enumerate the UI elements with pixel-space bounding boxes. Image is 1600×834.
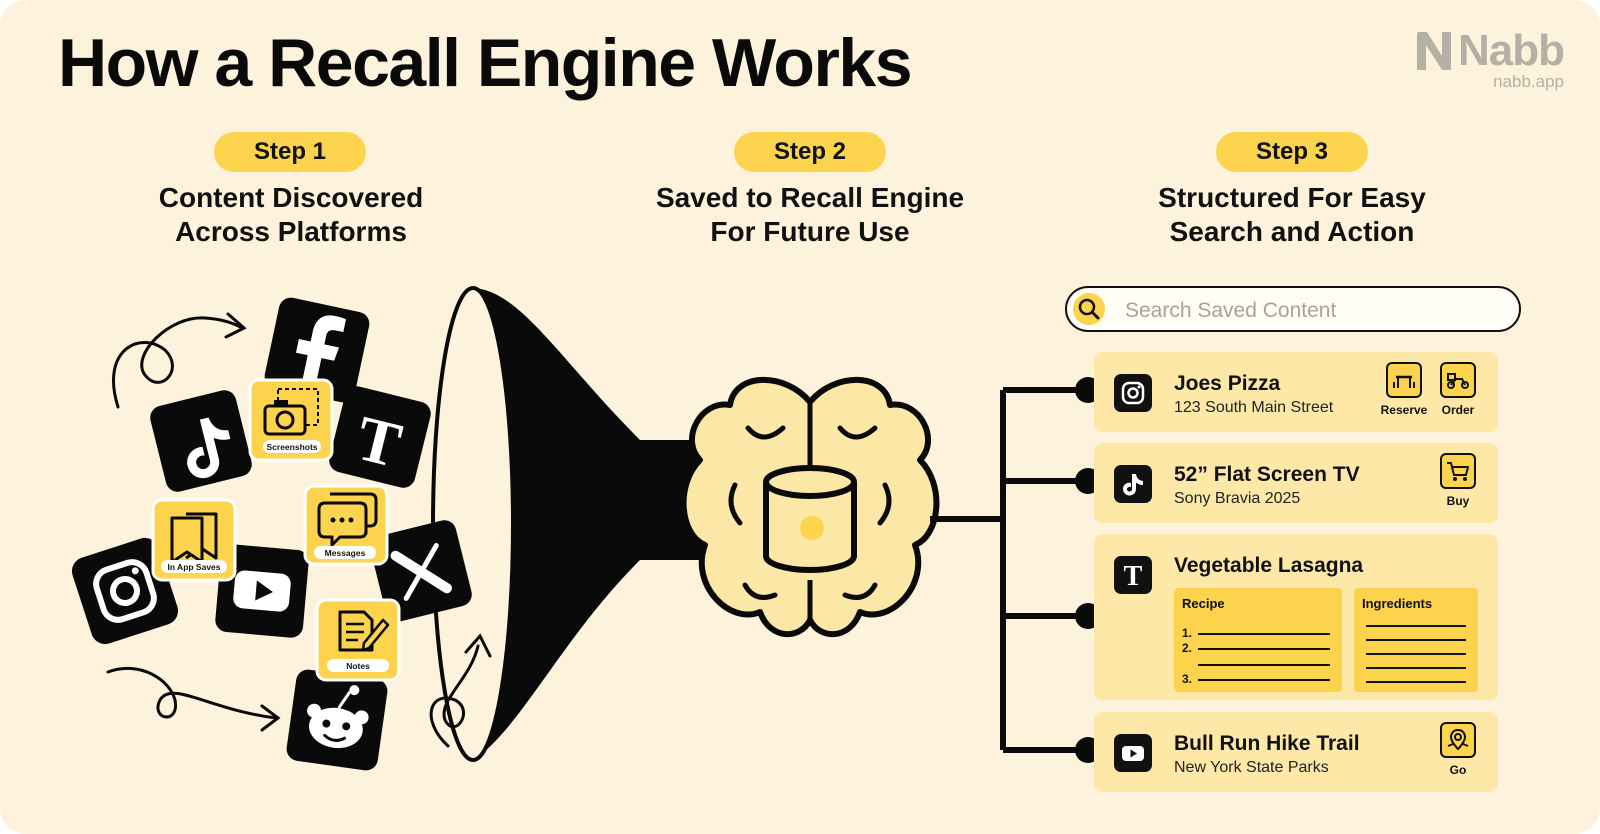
order-button[interactable]: Order (1430, 362, 1486, 417)
chat-bubble-icon (317, 501, 368, 547)
step-1-caption: Content Discovered Across Platforms (101, 181, 481, 249)
shopping-cart-icon (1440, 453, 1476, 489)
screenshots-label: Screenshots (266, 442, 317, 452)
step-1-badge: Step 1 (214, 132, 366, 172)
camera-icon (263, 404, 307, 436)
youtube-icon (1114, 734, 1152, 772)
swirl-arrow-right (429, 633, 492, 748)
order-label: Order (1441, 403, 1475, 417)
notes-tile (315, 598, 401, 682)
result-card-bull-run-hike-trail[interactable]: Bull Run Hike Trail New York State Parks… (1094, 712, 1498, 792)
result-card-vegetable-lasagna[interactable]: T Vegetable Lasagna Recipe 1. 2. 3. Ingr… (1094, 534, 1498, 700)
step-2-badge: Step 2 (734, 132, 886, 172)
result-card-joes-pizza[interactable]: Joes Pizza 123 South Main Street Reserve… (1094, 352, 1498, 432)
step-2-caption-line-2: For Future Use (710, 216, 910, 247)
in-app-saves-tile (151, 498, 237, 582)
step-3-caption-line-2: Search and Action (1169, 216, 1415, 247)
reddit-icon (286, 669, 388, 771)
go-button[interactable]: Go (1430, 722, 1486, 777)
buy-button[interactable]: Buy (1430, 453, 1486, 508)
search-icon (1073, 293, 1105, 325)
delivery-scooter-icon (1440, 362, 1476, 398)
brand-name: Nabb (1458, 26, 1565, 75)
new-york-times-icon: T (1114, 556, 1152, 594)
instagram-icon (1114, 374, 1152, 412)
buy-label: Buy (1446, 494, 1470, 508)
nabb-logo-icon (1417, 32, 1451, 70)
result-subtitle: New York State Parks (1174, 759, 1329, 776)
result-subtitle: 123 South Main Street (1174, 399, 1334, 416)
x-icon (370, 520, 472, 622)
swirl-arrow-top (111, 312, 247, 409)
reserve-label: Reserve (1380, 403, 1428, 417)
recipe-panel: Recipe 1. 2. 3. (1174, 588, 1342, 692)
step-3-caption: Structured For Easy Search and Action (1102, 181, 1482, 249)
result-title: Joes Pizza (1174, 372, 1281, 395)
facebook-icon (264, 297, 370, 403)
recipe-label: Recipe (1182, 596, 1225, 611)
brand-url: nabb.app (1493, 72, 1564, 91)
search-bar[interactable]: Search Saved Content (1065, 286, 1521, 332)
messages-tile (303, 484, 389, 566)
map-pin-icon (1440, 722, 1476, 758)
search-placeholder: Search Saved Content (1125, 299, 1337, 322)
tiktok-icon (150, 390, 252, 492)
recipe-step-number: 1. (1182, 626, 1193, 640)
recipe-step-number: 3. (1182, 672, 1193, 686)
tiktok-icon (1114, 465, 1152, 503)
youtube-icon (215, 544, 309, 638)
result-title: Vegetable Lasagna (1174, 554, 1364, 577)
step-2-caption: Saved to Recall Engine For Future Use (620, 181, 1000, 249)
recipe-lines (1198, 633, 1330, 681)
step-1-caption-line-2: Across Platforms (175, 216, 407, 247)
ingredients-label: Ingredients (1362, 596, 1433, 611)
step-3-badge: Step 3 (1216, 132, 1368, 172)
ingredients-panel: Ingredients (1354, 588, 1478, 692)
table-icon (1386, 362, 1422, 398)
recipe-step-number: 2. (1182, 641, 1193, 655)
ingredients-lines (1366, 625, 1466, 683)
brand-logo: Nabb nabb.app (1414, 26, 1565, 92)
step-2-caption-line-1: Saved to Recall Engine (655, 182, 965, 213)
swirl-arrow-bottom (106, 666, 281, 732)
result-title: Bull Run Hike Trail (1174, 732, 1360, 755)
bookmark-icon (170, 516, 204, 564)
result-title: 52” Flat Screen TV (1174, 463, 1360, 486)
result-subtitle: Sony Bravia 2025 (1174, 490, 1301, 507)
screenshots-tile (248, 378, 334, 462)
notes-label: Notes (346, 661, 370, 671)
in-app-saves-label: In App Saves (167, 562, 220, 572)
brain-database-icon (680, 376, 940, 637)
svg-text:T: T (1124, 561, 1143, 592)
branch-connector (930, 387, 1088, 753)
result-card-flat-screen-tv[interactable]: 52” Flat Screen TV Sony Bravia 2025 Buy (1094, 443, 1498, 523)
page-title: How a Recall Engine Works (58, 25, 913, 101)
step-1-caption-line-1: Content Discovered (158, 182, 424, 213)
messages-label: Messages (325, 548, 366, 558)
new-york-times-icon: T (329, 386, 431, 488)
step-3-caption-line-1: Structured For Easy (1158, 182, 1426, 213)
reserve-button[interactable]: Reserve (1376, 362, 1432, 417)
go-label: Go (1449, 763, 1467, 777)
funnel (431, 286, 706, 762)
